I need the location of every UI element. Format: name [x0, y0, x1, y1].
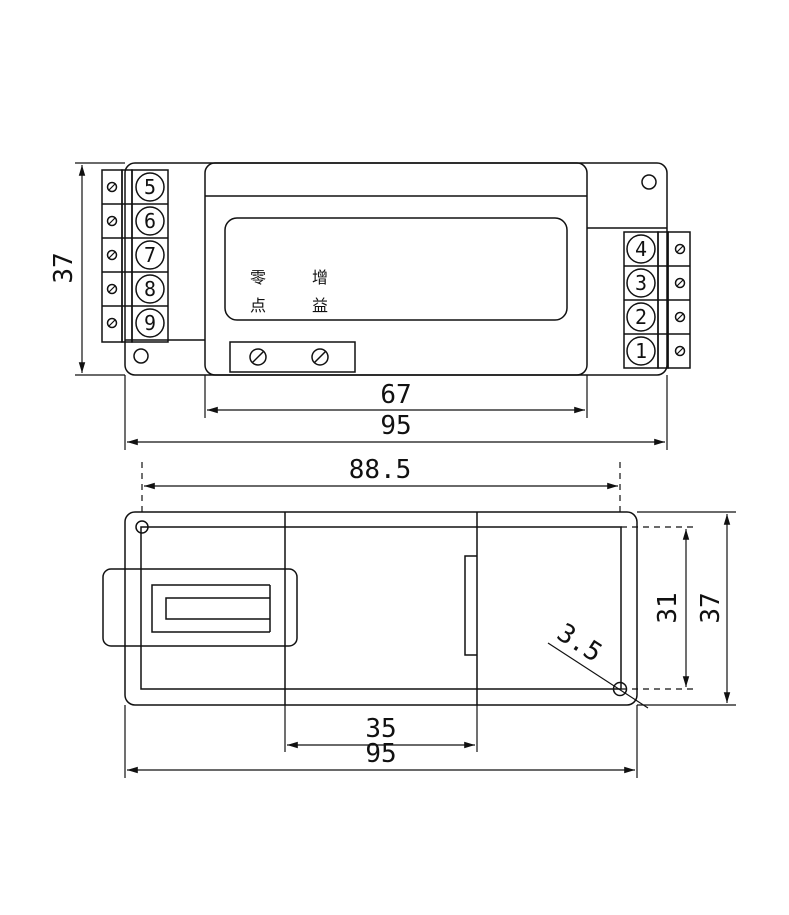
screw-icon — [106, 249, 118, 261]
bottom-view — [102, 511, 638, 706]
terminal-label: 5 — [144, 175, 156, 199]
left-terminal-screws — [102, 172, 168, 338]
terminal-label: 3 — [635, 271, 647, 295]
top-cover — [204, 162, 588, 376]
zero-label-bottom: 点 — [250, 296, 266, 315]
left-terminal-strip — [101, 169, 123, 343]
zero-potentiometer-icon — [249, 348, 267, 366]
gain-label-bottom: 益 — [312, 296, 328, 315]
terminal-numbers: 5 6 7 8 9 4 3 2 1 — [144, 175, 647, 363]
screw-icon — [674, 345, 686, 357]
screw-icon — [106, 283, 118, 295]
hole-spacing-dimension-label: 88.5 — [349, 455, 412, 485]
potentiometer-plate — [229, 341, 356, 373]
gain-potentiometer-icon — [311, 348, 329, 366]
screw-icon — [106, 215, 118, 227]
height-dimension-label: 37 — [49, 252, 79, 283]
terminal-label: 1 — [635, 339, 647, 363]
base-inner-frame — [140, 526, 622, 690]
mount-hole-icon — [641, 174, 657, 190]
module-body — [124, 162, 668, 376]
screw-icon — [106, 317, 118, 329]
hole-diameter-dimension-label: 3.5 — [551, 618, 607, 669]
screw-icon — [674, 277, 686, 289]
screw-icon — [674, 243, 686, 255]
total-height-dimension-label: 37 — [696, 592, 726, 623]
screw-icon — [106, 181, 118, 193]
din-rail-clip — [102, 568, 298, 647]
base-outline — [124, 511, 638, 706]
bottom-total-width-dimension-label: 95 — [365, 739, 396, 769]
terminal-label: 4 — [635, 237, 647, 261]
inner-width-dimension-label: 67 — [380, 380, 411, 410]
terminal-label: 6 — [144, 209, 156, 233]
terminal-label: 7 — [144, 243, 156, 267]
label-window — [224, 217, 568, 321]
top-view — [101, 162, 691, 376]
terminal-label: 8 — [144, 277, 156, 301]
mount-hole-icon — [135, 520, 149, 534]
inner-height-dimension-label: 31 — [653, 592, 683, 623]
zero-label-top: 零 — [250, 268, 266, 287]
terminal-label: 2 — [635, 305, 647, 329]
mount-hole-icon — [133, 348, 149, 364]
gain-label-top: 增 — [312, 268, 328, 287]
center-width-dimension-label: 35 — [365, 714, 396, 744]
terminal-label: 9 — [144, 311, 156, 335]
total-width-dimension-label: 95 — [380, 411, 411, 441]
screw-icon — [674, 311, 686, 323]
